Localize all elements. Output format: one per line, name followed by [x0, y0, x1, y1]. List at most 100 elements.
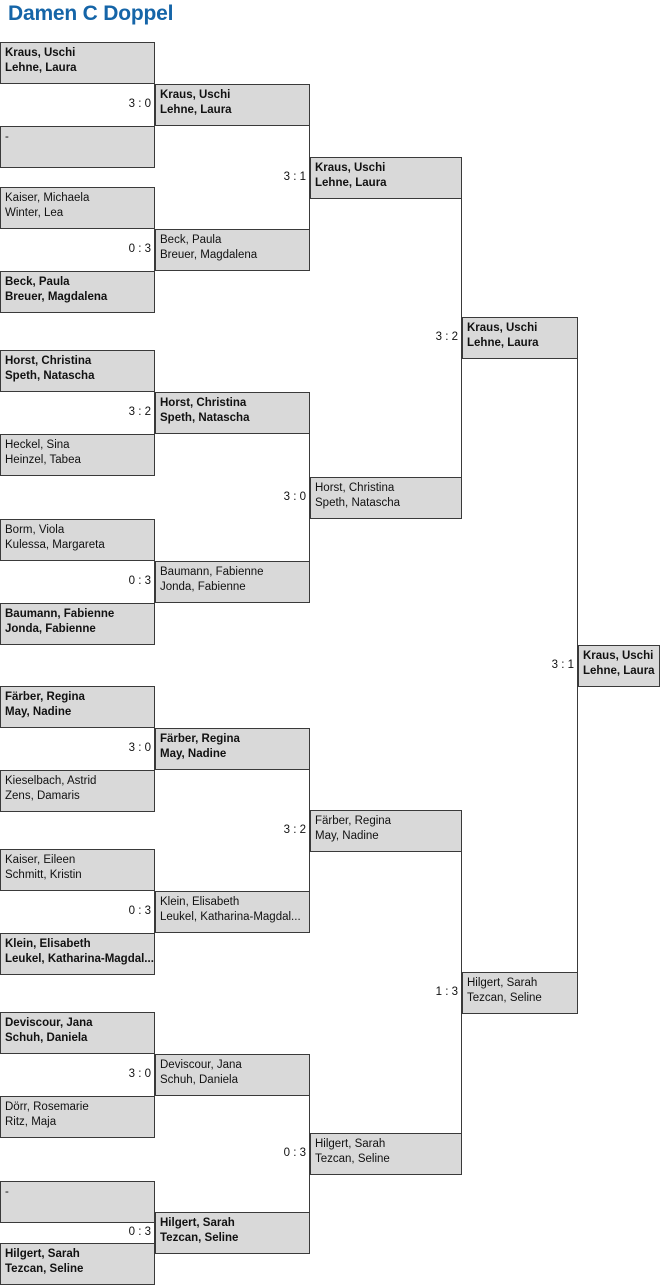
team-player-2 — [5, 145, 154, 160]
r1-team-box[interactable]: - — [0, 1181, 155, 1223]
bracket-connector — [309, 126, 310, 229]
team-player-2: Tezcan, Seline — [160, 1232, 239, 1244]
team-player-2: May, Nadine — [5, 706, 72, 718]
team-player-1: Kraus, Uschi — [5, 47, 76, 59]
team-player-1: Klein, Elisabeth — [160, 896, 240, 908]
team-player-2: Breuer, Magdalena — [5, 291, 108, 303]
team-player-2: Speth, Natascha — [315, 497, 401, 509]
r1-team-box[interactable]: - — [0, 126, 155, 168]
team-player-2: Ritz, Maja — [5, 1116, 57, 1128]
team-player-2: Winter, Lea — [5, 207, 64, 219]
team-player-1: Färber, Regina — [160, 733, 240, 745]
team-player-1: Baumann, Fabienne — [160, 566, 264, 578]
r3-score: 3 : 2 — [435, 331, 458, 343]
team-player-2: Speth, Natascha — [5, 370, 95, 382]
bracket-connector — [154, 392, 155, 434]
bracket-connector — [154, 84, 155, 126]
team-player-2: Lehne, Laura — [467, 337, 539, 349]
team-player-1: Kraus, Uschi — [160, 89, 231, 101]
team-player-1: Deviscour, Jana — [160, 1059, 242, 1071]
bracket-connector — [309, 1096, 310, 1212]
team-player-2: Schmitt, Kristin — [5, 869, 82, 881]
team-player-1: Hilgert, Sarah — [315, 1138, 386, 1150]
r1-score: 3 : 0 — [128, 1068, 151, 1080]
team-player-2 — [5, 1200, 154, 1215]
bracket-connector — [154, 891, 155, 933]
bracket-connector — [154, 1223, 155, 1243]
team-player-1: Beck, Paula — [160, 234, 222, 246]
team-player-2: Leukel, Katharina-Magdal... — [160, 911, 301, 923]
team-player-1: Kraus, Uschi — [583, 650, 654, 662]
team-player-1: Kaiser, Eileen — [5, 854, 76, 866]
team-player-2: Jonda, Fabienne — [160, 581, 246, 593]
bracket-connector — [154, 229, 155, 271]
team-player-2: Lehne, Laura — [583, 665, 655, 677]
team-player-1: Horst, Christina — [5, 355, 92, 367]
team-player-2: Schuh, Daniela — [160, 1074, 238, 1086]
team-player-1: Beck, Paula — [5, 276, 70, 288]
team-player-1: Färber, Regina — [5, 691, 85, 703]
team-player-1: - — [5, 131, 9, 143]
team-player-1: Kieselbach, Astrid — [5, 775, 97, 787]
team-player-1: Kraus, Uschi — [467, 322, 538, 334]
bracket-connector — [461, 852, 462, 1133]
r2-score: 3 : 1 — [283, 171, 306, 183]
team-player-1: Deviscour, Jana — [5, 1017, 93, 1029]
team-player-1: Klein, Elisabeth — [5, 938, 91, 950]
team-player-2: Zens, Damaris — [5, 790, 80, 802]
team-player-1: Hilgert, Sarah — [467, 977, 538, 989]
bracket-connector — [154, 1054, 155, 1096]
r4-score: 3 : 1 — [551, 659, 574, 671]
team-player-2: Tezcan, Seline — [5, 1263, 84, 1275]
team-player-2: Kulessa, Margareta — [5, 539, 105, 551]
team-player-1: Horst, Christina — [315, 482, 395, 494]
r2-score: 3 : 2 — [283, 824, 306, 836]
bracket-connector — [154, 728, 155, 770]
r1-score: 3 : 0 — [128, 742, 151, 754]
team-player-1: Dörr, Rosemarie — [5, 1101, 89, 1113]
r2-score: 0 : 3 — [283, 1147, 306, 1159]
team-player-2: May, Nadine — [315, 830, 379, 842]
bracket-connector — [461, 199, 462, 477]
team-player-2: Schuh, Daniela — [5, 1032, 88, 1044]
team-player-2: Tezcan, Seline — [315, 1153, 390, 1165]
team-player-2: Jonda, Fabienne — [5, 623, 96, 635]
team-player-1: Hilgert, Sarah — [5, 1248, 80, 1260]
team-player-1: Horst, Christina — [160, 397, 247, 409]
r1-score: 3 : 2 — [128, 406, 151, 418]
r1-score: 0 : 3 — [128, 575, 151, 587]
team-player-1: - — [5, 1186, 9, 1198]
r1-score: 0 : 3 — [128, 905, 151, 917]
team-player-2: Leukel, Katharina-Magdal... — [5, 953, 154, 965]
